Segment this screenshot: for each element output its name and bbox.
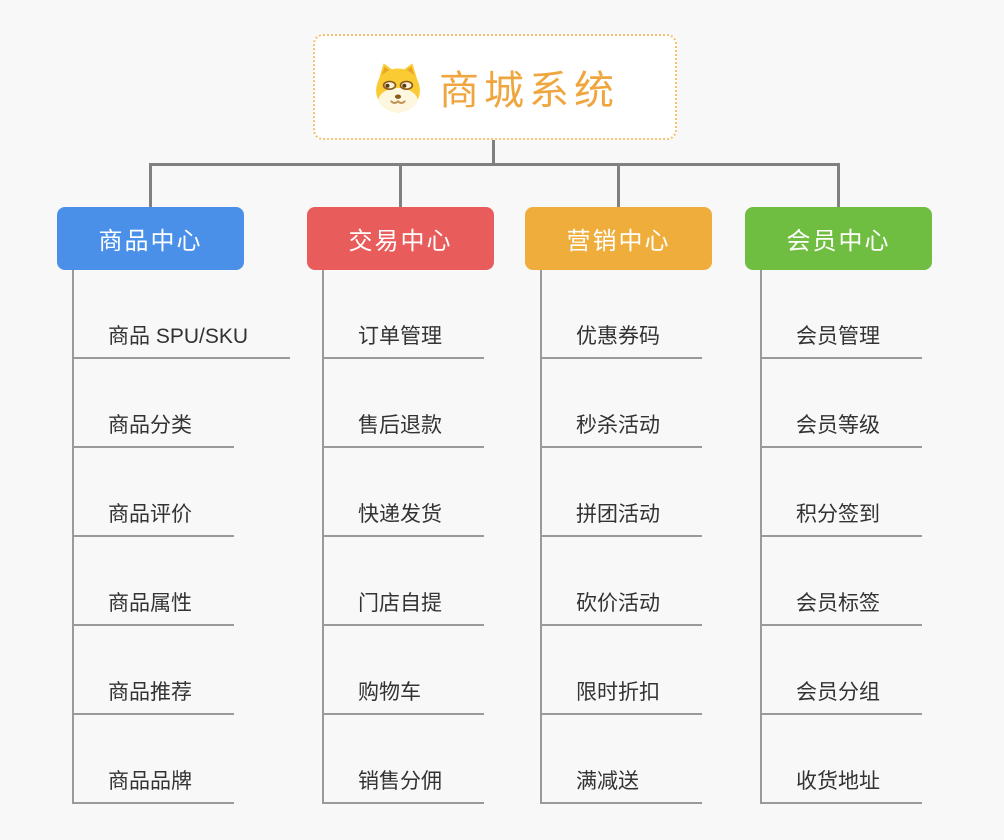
doge-icon: [376, 63, 420, 113]
topic-item[interactable]: 拼团活动: [542, 448, 702, 537]
topic-item[interactable]: 商品属性: [74, 537, 234, 626]
root-title: 商城系统: [439, 69, 619, 113]
topic-item[interactable]: 订单管理: [324, 270, 484, 359]
topic-item[interactable]: 商品评价: [74, 448, 234, 537]
topic-item[interactable]: 购物车: [324, 626, 484, 715]
topic-item[interactable]: 商品品牌: [74, 715, 234, 804]
topic-item[interactable]: 会员管理: [762, 270, 922, 359]
topic-item[interactable]: 会员等级: [762, 359, 922, 448]
branch-trade-center: 交易中心 订单管理 售后退款 快递发货 门店自提 购物车 销售分佣: [307, 207, 494, 804]
connector-line: [617, 164, 620, 208]
topic-item[interactable]: 会员分组: [762, 626, 922, 715]
topic-item[interactable]: 收货地址: [762, 715, 922, 804]
branch-children: 商品 SPU/SKU 商品分类 商品评价 商品属性 商品推荐 商品品牌: [72, 270, 291, 804]
topic-item[interactable]: 门店自提: [324, 537, 484, 626]
branch-node-member[interactable]: 会员中心: [745, 207, 932, 270]
topic-item[interactable]: 秒杀活动: [542, 359, 702, 448]
topic-item[interactable]: 商品 SPU/SKU: [74, 270, 291, 359]
connector-line: [492, 138, 495, 166]
connector-line: [399, 164, 402, 208]
topic-item[interactable]: 销售分佣: [324, 715, 484, 804]
branch-node-marketing[interactable]: 营销中心: [525, 207, 712, 270]
connector-line: [149, 163, 840, 166]
topic-item[interactable]: 会员标签: [762, 537, 922, 626]
topic-item[interactable]: 商品分类: [74, 359, 234, 448]
branch-node-trade[interactable]: 交易中心: [307, 207, 494, 270]
branch-node-product[interactable]: 商品中心: [57, 207, 244, 270]
branch-member-center: 会员中心 会员管理 会员等级 积分签到 会员标签 会员分组 收货地址: [745, 207, 932, 804]
topic-item[interactable]: 满减送: [542, 715, 702, 804]
branch-children: 会员管理 会员等级 积分签到 会员标签 会员分组 收货地址: [760, 270, 922, 804]
root-node-mall-system[interactable]: 商城系统: [313, 34, 677, 140]
topic-item[interactable]: 商品推荐: [74, 626, 234, 715]
branch-marketing-center: 营销中心 优惠券码 秒杀活动 拼团活动 砍价活动 限时折扣 满减送: [525, 207, 712, 804]
connector-line: [837, 164, 840, 208]
connector-line: [149, 164, 152, 208]
topic-item[interactable]: 优惠券码: [542, 270, 702, 359]
topic-item[interactable]: 砍价活动: [542, 537, 702, 626]
branch-children: 优惠券码 秒杀活动 拼团活动 砍价活动 限时折扣 满减送: [540, 270, 702, 804]
topic-item[interactable]: 快递发货: [324, 448, 484, 537]
topic-item[interactable]: 售后退款: [324, 359, 484, 448]
branch-product-center: 商品中心 商品 SPU/SKU 商品分类 商品评价 商品属性 商品推荐 商品品牌: [57, 207, 291, 804]
branch-children: 订单管理 售后退款 快递发货 门店自提 购物车 销售分佣: [322, 270, 484, 804]
topic-item[interactable]: 积分签到: [762, 448, 922, 537]
topic-item[interactable]: 限时折扣: [542, 626, 702, 715]
